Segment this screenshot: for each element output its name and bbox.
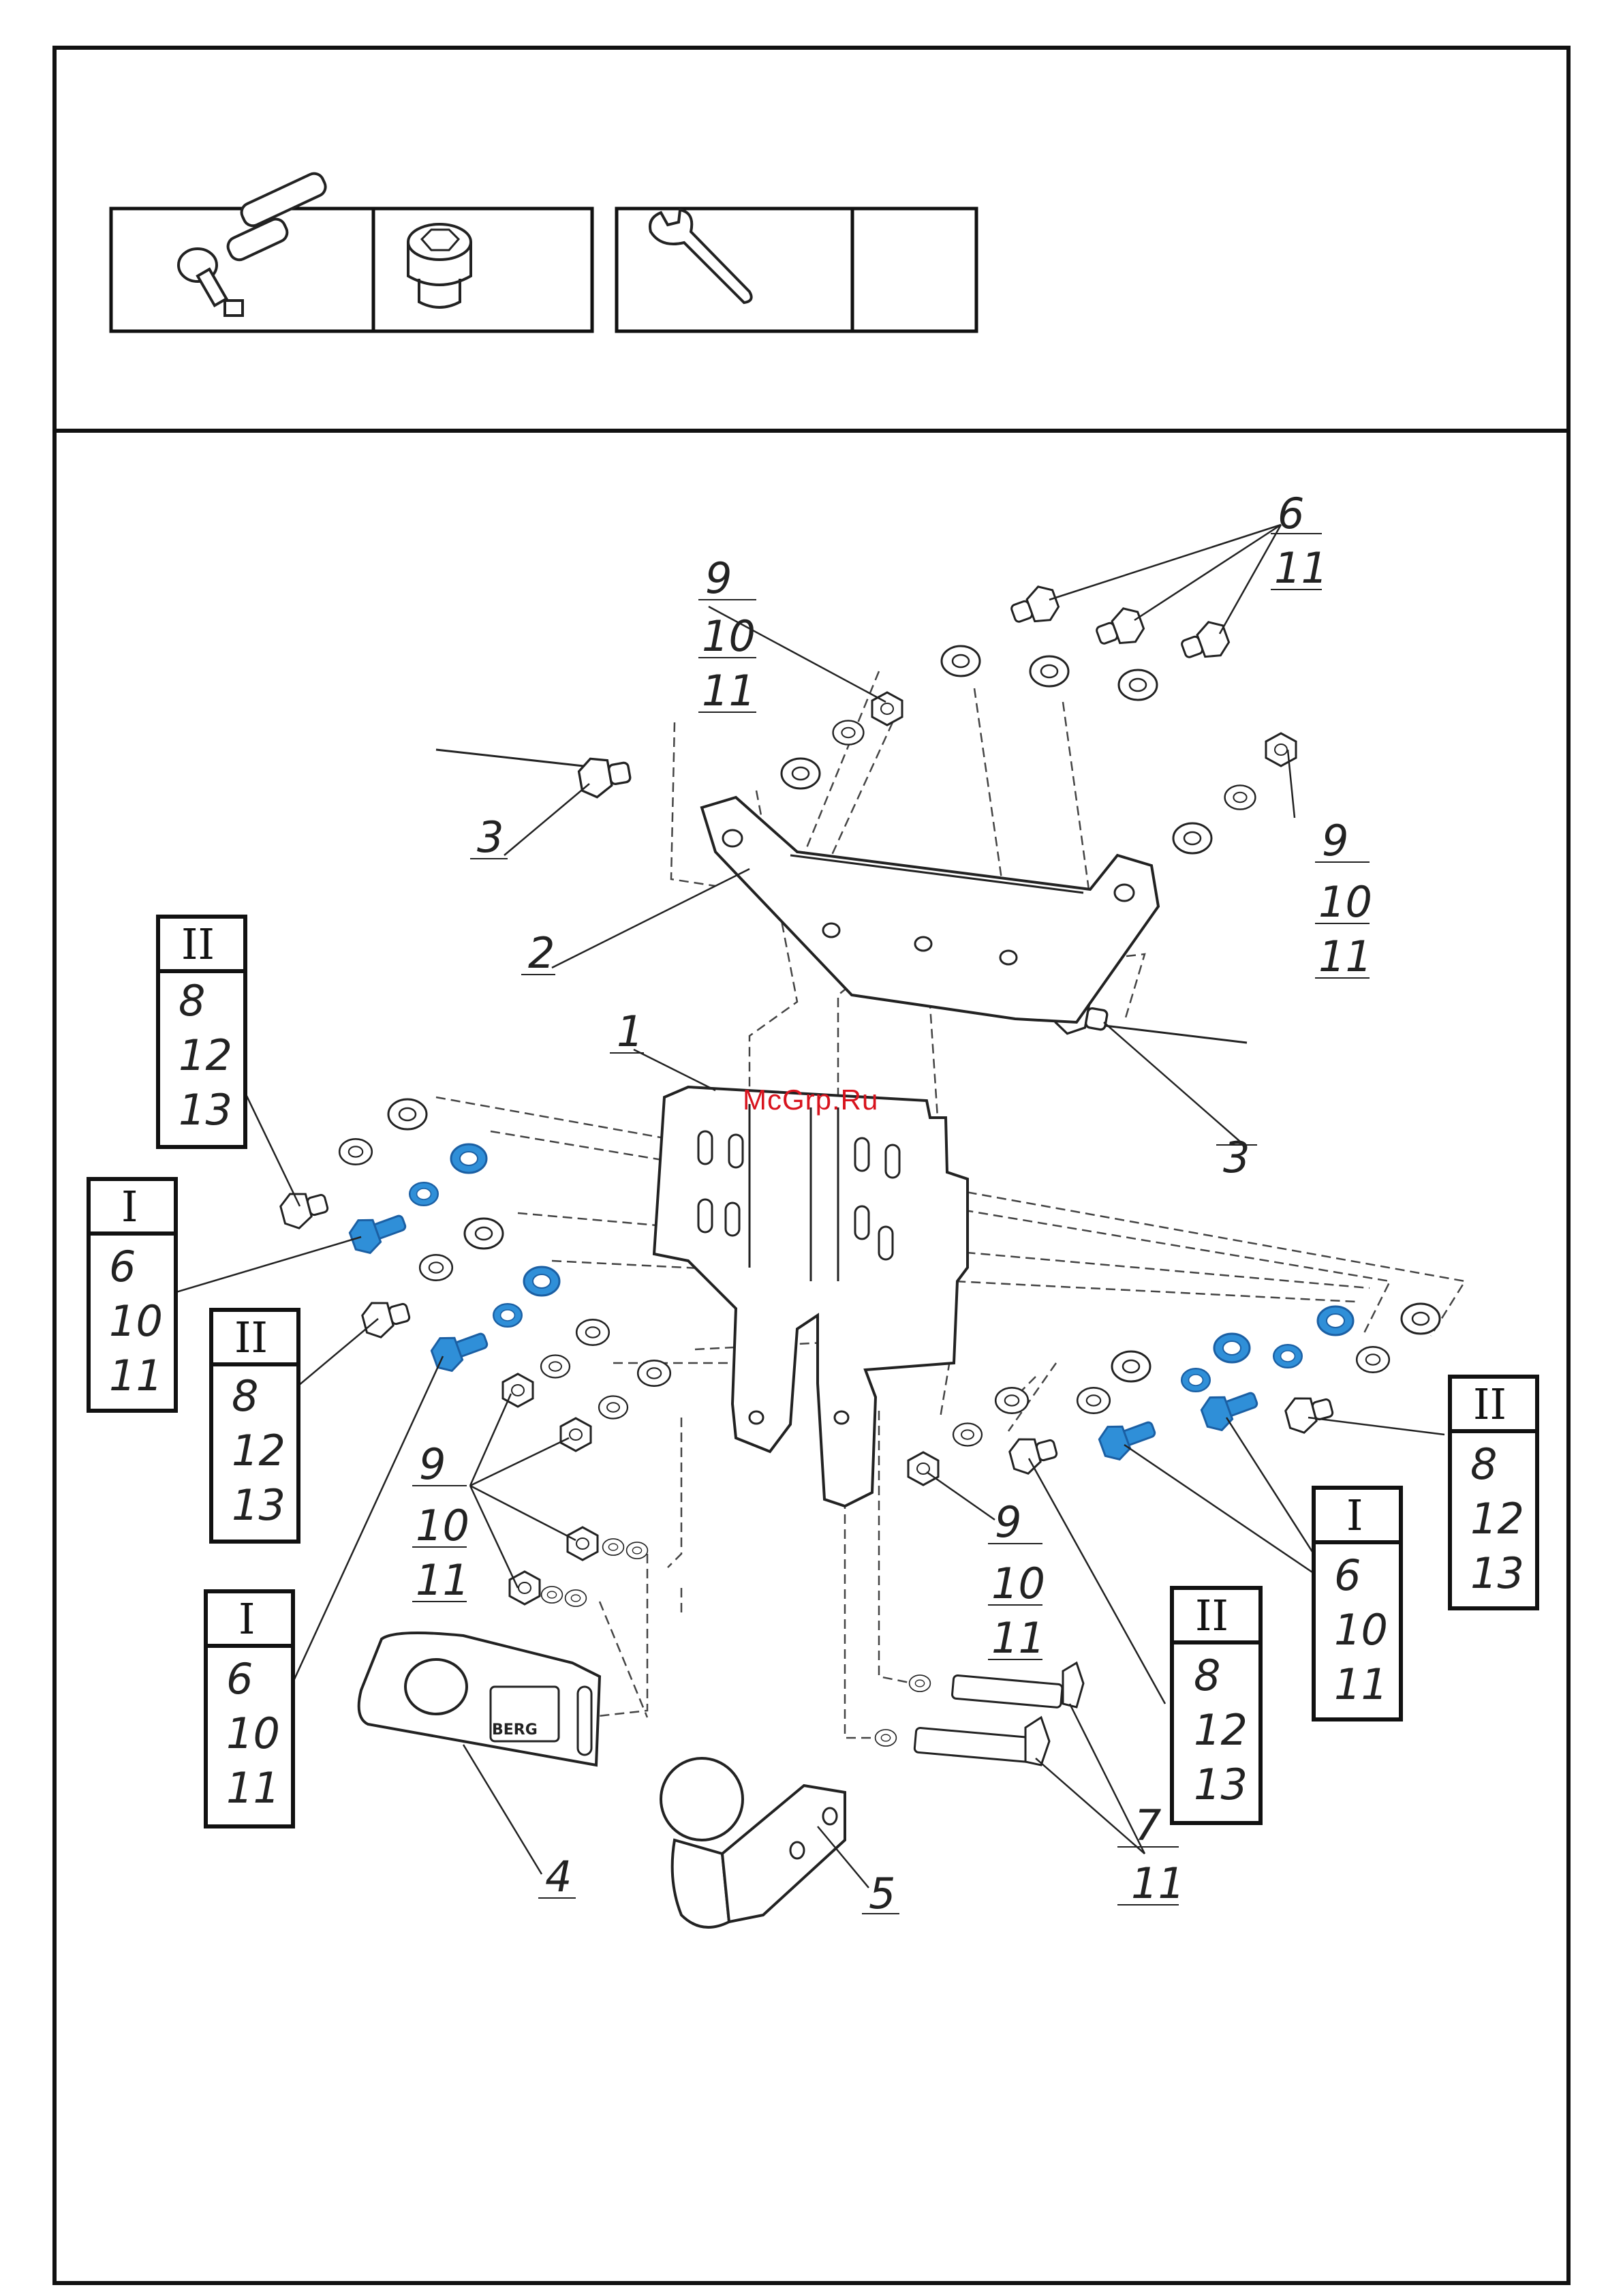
right-parts-row-5 <box>908 1388 1028 1485</box>
box-item: 10 <box>109 1296 163 1346</box>
callout-num: 2 <box>528 928 555 978</box>
callout-left-nuts-9: 9 10 11 <box>412 1439 469 1605</box>
callout-num: 10 <box>991 1559 1045 1608</box>
left-parts-row-5 <box>503 1319 609 1407</box>
box-roman: II <box>1195 1591 1228 1640</box>
callout-wire-bolt-3-left: 3 <box>470 812 508 862</box>
callout-center-nut-9: 9 10 11 <box>988 1497 1045 1663</box>
box-item: 8 <box>1470 1439 1497 1489</box>
callout-num: 11 <box>702 666 756 716</box>
box-left-i-b: I 6 10 11 <box>206 1591 293 1826</box>
box-roman: II <box>1473 1379 1506 1429</box>
right-parts-row-3-highlight <box>1096 1334 1250 1464</box>
box-item: 13 <box>1470 1548 1524 1598</box>
left-parts-row-1 <box>278 1099 427 1231</box>
box-item: 11 <box>109 1351 163 1400</box>
box-item: 6 <box>226 1654 253 1704</box>
box-item: 12 <box>1470 1494 1524 1544</box>
box-roman: I <box>238 1594 256 1644</box>
box-item: 8 <box>179 976 205 1026</box>
box-roman: I <box>1346 1490 1363 1540</box>
callout-bracket-2: 2 <box>521 928 555 978</box>
box-item: 12 <box>179 1030 232 1080</box>
callout-num: 9 <box>419 1439 446 1489</box>
box-item: 8 <box>1194 1651 1220 1700</box>
left-parts-row-7 <box>568 1527 647 1560</box>
callout-num: 11 <box>1131 1858 1185 1908</box>
watermark: McGrp.Ru <box>743 1084 878 1116</box>
callout-num: 5 <box>869 1869 895 1918</box>
callout-top-nut-9: 9 10 11 <box>698 553 756 716</box>
box-item: 6 <box>1334 1550 1361 1600</box>
callout-num: 10 <box>416 1501 469 1550</box>
berg-label: BERG <box>492 1721 538 1739</box>
callout-num: 10 <box>1318 877 1372 927</box>
box-item: 13 <box>232 1480 285 1530</box>
callout-num: 1 <box>617 1007 643 1056</box>
callout-num: 9 <box>705 553 732 603</box>
callout-frame-1: 1 <box>610 1007 644 1056</box>
callout-wire-bolt-3-right: 3 <box>1216 1133 1257 1182</box>
box-item: 11 <box>1334 1659 1388 1709</box>
ratchet-icon <box>179 170 328 316</box>
box-item: 10 <box>1334 1605 1388 1655</box>
box-item: 8 <box>232 1371 258 1421</box>
top-bolts <box>942 583 1232 700</box>
box-item: 6 <box>109 1242 136 1291</box>
box-left-i-a: I 6 10 11 <box>89 1179 176 1411</box>
right-parts-row-4 <box>1007 1351 1150 1477</box>
callout-num: 10 <box>702 611 756 661</box>
socket-icon <box>408 224 471 307</box>
wire-bolt-left <box>436 750 632 799</box>
tow-ball-5 <box>661 1758 845 1927</box>
box-roman: II <box>181 919 215 969</box>
box-right-i: I 6 10 11 <box>1314 1488 1401 1719</box>
box-item: 10 <box>226 1709 280 1758</box>
wrench-icon <box>650 210 752 303</box>
callout-num: 3 <box>1223 1133 1250 1182</box>
callout-num: 6 <box>1278 489 1304 538</box>
right-nut-stack <box>1173 733 1296 853</box>
callout-num: 11 <box>1274 543 1328 593</box>
box-item: 12 <box>232 1426 285 1475</box>
box-right-ii-a: II 8 12 13 <box>1172 1588 1261 1823</box>
box-item: 13 <box>179 1085 232 1135</box>
socket-plate-4: BERG <box>359 1633 600 1765</box>
callout-top-bolts-6: 6 11 <box>1271 489 1328 593</box>
left-parts-row-6 <box>561 1360 670 1451</box>
box-left-ii-b: II 8 12 13 <box>211 1310 298 1542</box>
callout-num: 4 <box>545 1852 572 1901</box>
box-right-ii-b: II 8 12 13 <box>1450 1377 1537 1608</box>
box-roman: II <box>234 1313 268 1362</box>
callout-plate-4: 4 <box>538 1852 576 1901</box>
box-left-ii-a: II 8 12 13 <box>158 917 245 1147</box>
callout-num: 11 <box>416 1555 469 1605</box>
callout-num: 11 <box>1318 932 1372 981</box>
box-item: 11 <box>226 1763 280 1813</box>
left-parts-row-8 <box>510 1572 586 1606</box>
callout-num: 9 <box>1322 816 1348 866</box>
bracket-2 <box>702 797 1158 1022</box>
callout-num: 3 <box>477 812 504 862</box>
box-roman: I <box>121 1182 138 1231</box>
callout-num: 7 <box>1134 1801 1161 1850</box>
callout-ball-5: 5 <box>862 1869 899 1918</box>
left-parts-row-4-highlight <box>429 1267 559 1375</box>
box-item: 12 <box>1194 1705 1248 1755</box>
box-item: 13 <box>1194 1760 1248 1809</box>
frame-1 <box>654 1087 968 1506</box>
long-bolts <box>876 1663 1083 1765</box>
callout-right-nut-9: 9 10 11 <box>1315 816 1372 981</box>
callout-num: 9 <box>995 1497 1021 1547</box>
right-parts-row-1 <box>1283 1304 1440 1436</box>
callout-num: 11 <box>991 1613 1045 1663</box>
